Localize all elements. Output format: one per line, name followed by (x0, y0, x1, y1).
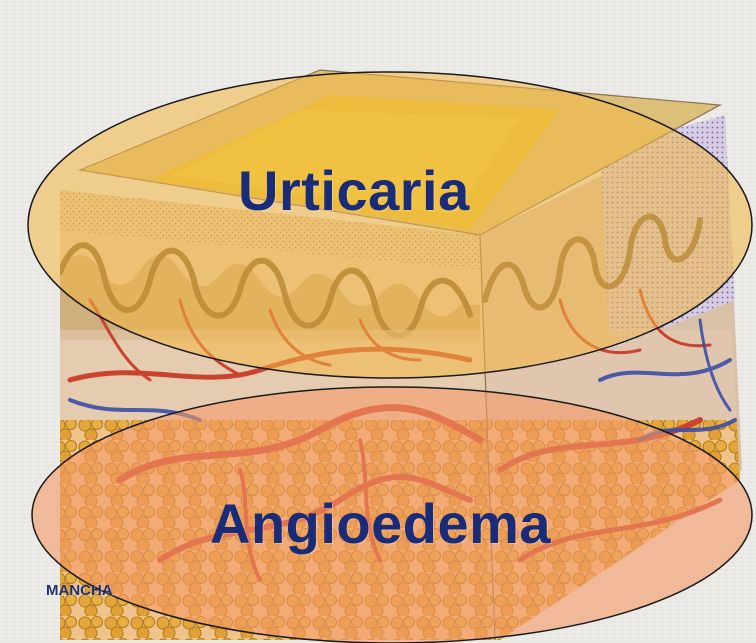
urticaria-ellipse (28, 72, 752, 378)
angioedema-label: Angioedema (210, 491, 551, 556)
watermark-text: MANCHA (46, 582, 113, 599)
urticaria-label: Urticaria (238, 158, 470, 223)
